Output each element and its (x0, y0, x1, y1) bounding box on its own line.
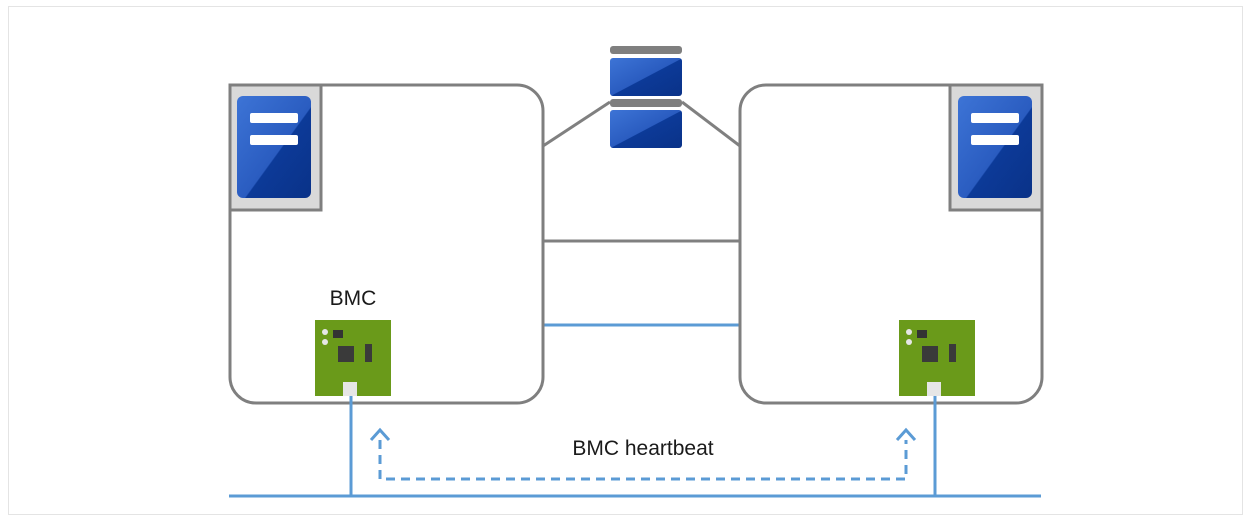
shared-disk-icon (610, 46, 682, 148)
server-node-left: BMC (228, 83, 545, 405)
disk-link-right (681, 100, 741, 148)
server-node-right (738, 83, 1044, 405)
bmc-board-icon (315, 320, 391, 396)
disk-link-left (542, 100, 611, 148)
bmc-board-icon (899, 320, 975, 396)
heartbeat-path (378, 440, 908, 481)
server-icon (228, 83, 323, 212)
server-icon (948, 83, 1044, 212)
arrow-up-icon (895, 427, 917, 442)
bmc-label: BMC (330, 287, 377, 310)
heartbeat-label: BMC heartbeat (572, 437, 713, 460)
arrow-up-icon (369, 427, 391, 442)
